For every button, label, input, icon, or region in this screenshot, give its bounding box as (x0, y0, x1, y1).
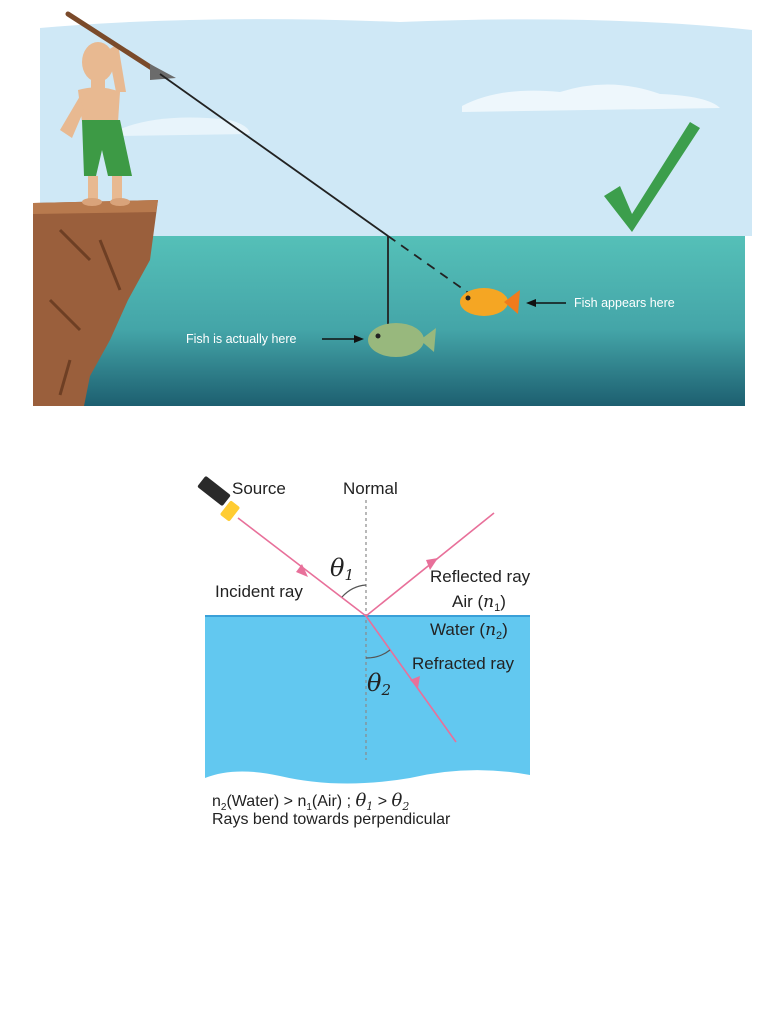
water-label: Water (n2) (430, 620, 508, 642)
caption-line1: n2(Water) > n1(Air) ; θ1 > θ2 (212, 790, 409, 813)
caption-line2: Rays bend towards perpendicular (212, 811, 451, 828)
reflected-arrow-icon (426, 558, 438, 570)
spear (65, 11, 161, 75)
spear-tip (150, 64, 176, 80)
source-label: Source (232, 479, 286, 498)
check-icon (604, 122, 700, 232)
incident-arrow-icon (296, 564, 308, 577)
theta1-label: θ1 (330, 554, 354, 584)
line-of-sight (159, 73, 389, 237)
water (34, 236, 745, 406)
normal-label: Normal (343, 479, 398, 498)
incident-ray-label: Incident ray (215, 582, 303, 601)
actual-fish-label: Fish is actually here (186, 332, 297, 346)
cloud (462, 84, 720, 112)
theta1-arc (341, 584, 367, 598)
sky (40, 19, 752, 236)
refracted-arrow-icon (410, 676, 420, 688)
cloud (118, 117, 250, 136)
air-label: Air (n1) (452, 592, 506, 614)
theta2-label: θ2 (367, 669, 391, 699)
apparent-sight-line (387, 235, 471, 295)
fishing-scene: Fish is actually here Fish appears here (33, 11, 752, 406)
actual-fish (368, 323, 436, 357)
apparent-fish-label: Fish appears here (574, 296, 675, 310)
water-region (205, 616, 530, 784)
reflected-ray-label: Reflected ray (430, 567, 531, 586)
flashlight-icon (197, 476, 240, 521)
refracted-ray (365, 615, 457, 743)
refracted-ray-label: Refracted ray (412, 654, 515, 673)
apparent-fish (460, 288, 520, 316)
fisherman (60, 42, 132, 206)
cliff (33, 200, 158, 406)
theta2-arc (365, 649, 391, 659)
